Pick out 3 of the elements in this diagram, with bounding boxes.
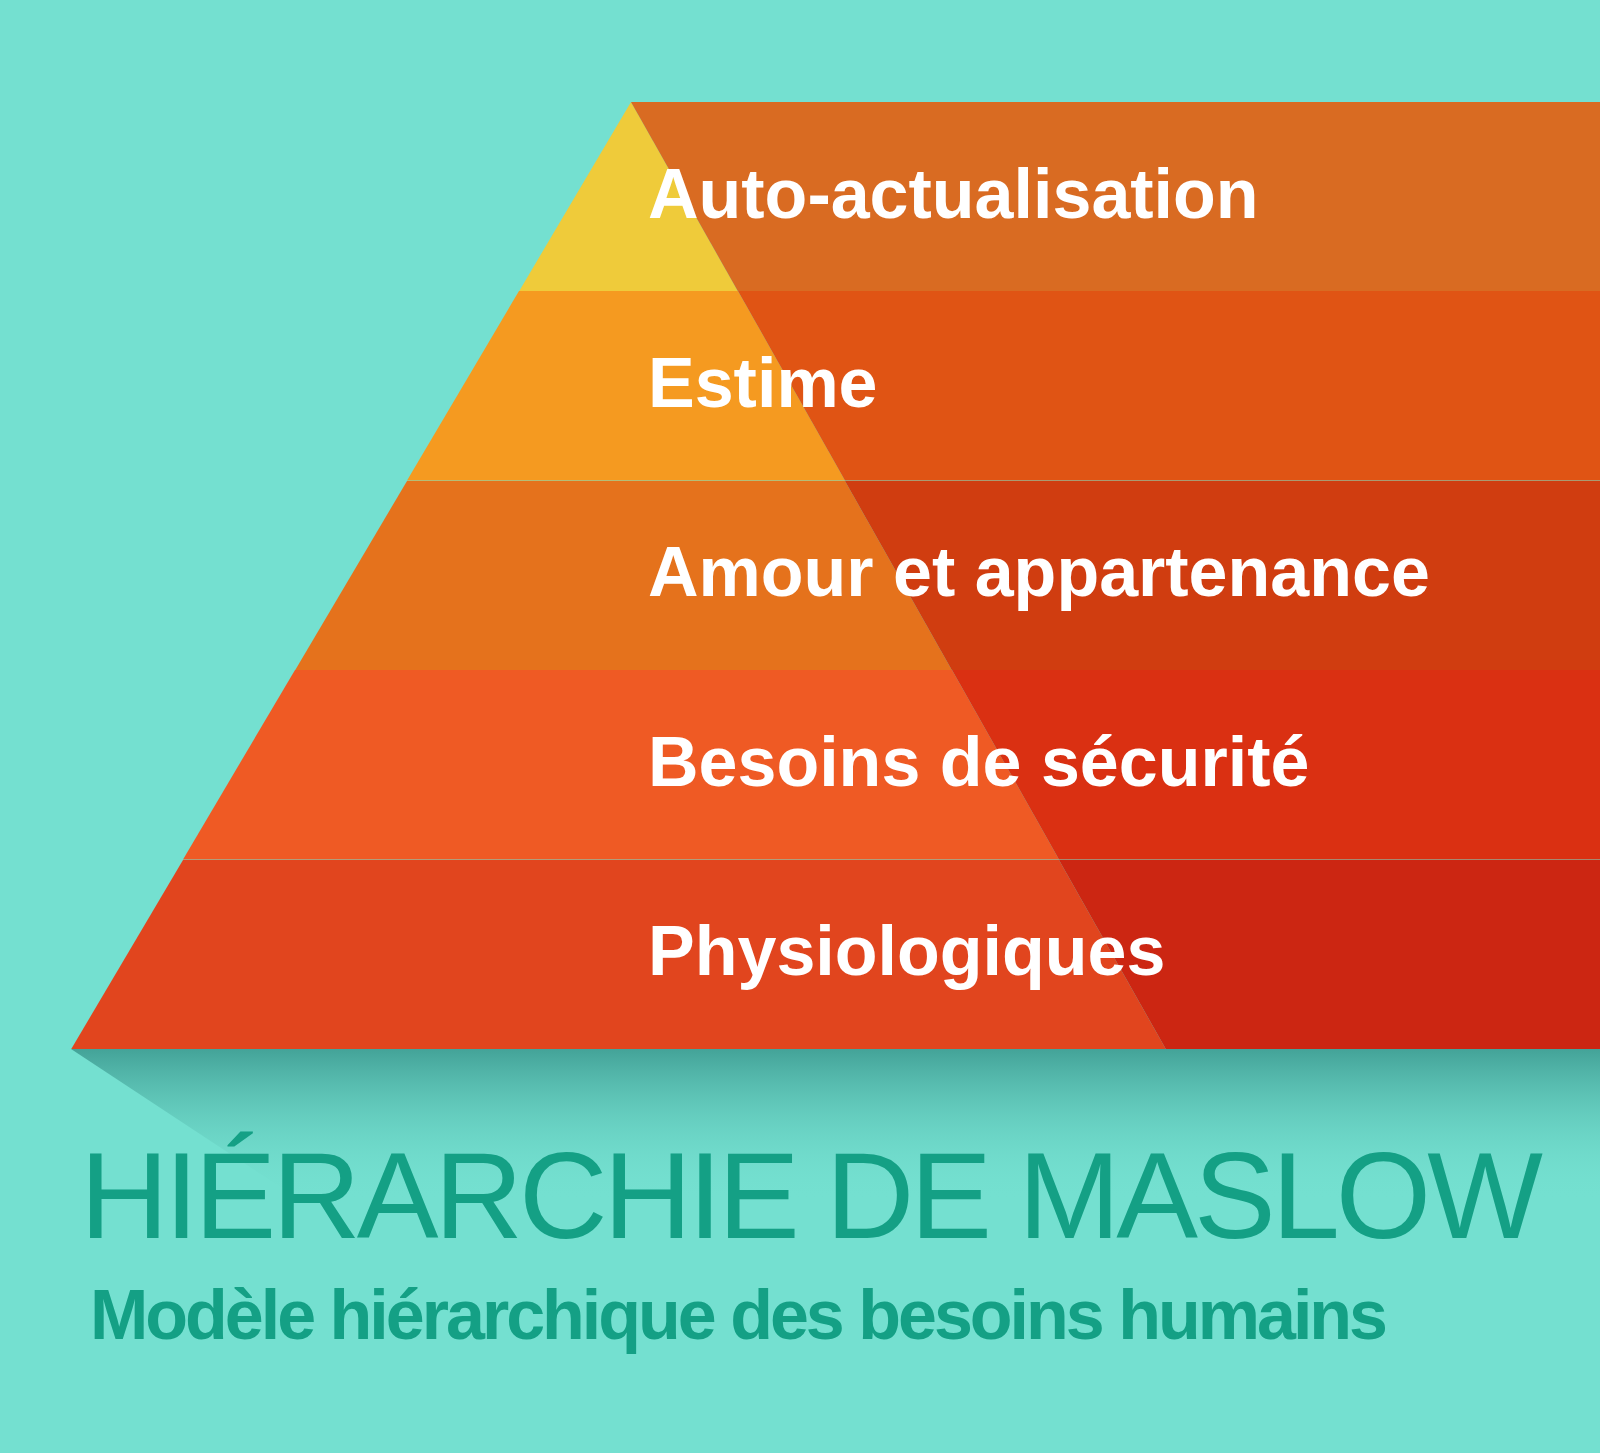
level-label: Auto-actualisation [648, 158, 1259, 229]
level-label: Estime [648, 348, 878, 419]
level-label: Besoins de sécurité [648, 726, 1310, 797]
